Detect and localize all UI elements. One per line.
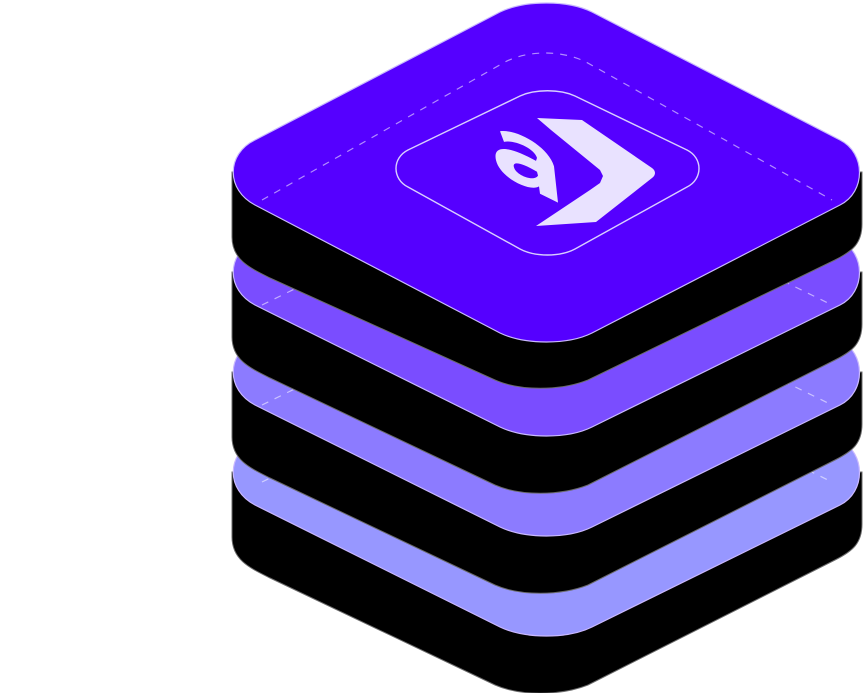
- layer-1-dashed-edge: [261, 52, 833, 201]
- a-bracket-logo-icon: [495, 118, 655, 226]
- logo-tile-outline: [395, 90, 700, 256]
- layer-1: [231, 2, 863, 389]
